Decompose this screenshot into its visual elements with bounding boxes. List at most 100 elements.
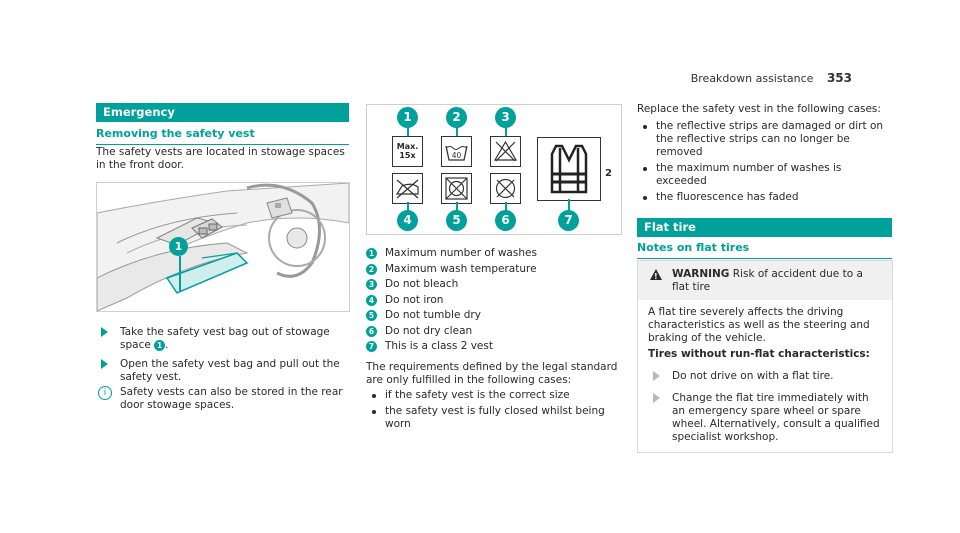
- list-item: the fluorescence has faded: [643, 191, 893, 204]
- step-take-bag: Take the safety vest bag out of stowage …: [96, 326, 348, 352]
- wash-temperature-symbol: 40: [441, 136, 472, 167]
- vest-class-symbol: 2: [537, 137, 612, 201]
- legend-item: 4 Do not iron: [366, 293, 620, 309]
- wash-tub-icon: 40: [445, 145, 468, 161]
- page-number: 353: [826, 71, 852, 85]
- replace-text: the fluorescence has faded: [656, 191, 799, 203]
- care-symbols-figure: 1 2 3 Max. 15x 40 2: [366, 104, 622, 235]
- step-arrow-icon: [653, 371, 660, 381]
- leader-2: [456, 125, 458, 137]
- max-label: Max.: [396, 142, 419, 151]
- no-tumble-dry-symbol: [441, 173, 472, 204]
- requirements-intro: The requirements defined by the legal st…: [366, 361, 618, 386]
- vest-class-number: 2: [605, 168, 612, 179]
- replace-text: the maximum number of washes is exceeded: [656, 162, 842, 187]
- symbol-legend: 1 Maximum number of washes 2 Maximum wash …: [366, 246, 620, 355]
- step-no-drive: Do not drive on with a flat tire.: [648, 370, 882, 383]
- no-dry-clean-icon: [495, 178, 516, 199]
- figure-num-4: 4: [397, 210, 418, 231]
- door-stowage-figure: 1: [96, 182, 350, 312]
- legend-num: 4: [366, 294, 377, 306]
- list-item: the maximum number of washes is exceeded: [643, 162, 893, 188]
- warning-description: A flat tire severely affects the driving…: [648, 306, 870, 344]
- list-item: the reflective strips are damaged or dir…: [643, 120, 893, 159]
- warning-label: WARNING: [672, 268, 730, 280]
- step1-end: .: [165, 339, 169, 351]
- max-count: 15x: [399, 151, 416, 160]
- legend-item: 7 This is a class 2 vest: [366, 339, 620, 355]
- legend-num: 6: [366, 325, 377, 337]
- note-rear-door: i Safety vests can also be stored in the…: [96, 386, 348, 412]
- step-change-tire: Change the flat tire immediately with an…: [648, 392, 882, 444]
- section-title-emergency: Emergency: [96, 103, 349, 122]
- leader-4: [407, 202, 409, 212]
- step2-text: Open the safety vest bag and pull out th…: [120, 358, 340, 383]
- subtitle-removing-vest: Removing the safety vest: [96, 127, 349, 145]
- bullet: [643, 196, 647, 200]
- callout-1: 1: [169, 237, 188, 256]
- legend-text: This is a class 2 vest: [385, 340, 493, 352]
- list-item: if the safety vest is the correct size: [372, 389, 620, 402]
- wash-temp-text: 40: [452, 151, 462, 160]
- warning-text: Risk of accident due to a flat tire: [672, 268, 863, 293]
- warning-header: WARNING Risk of accident due to a flat t…: [638, 261, 892, 300]
- safety-vest-icon: [550, 144, 588, 194]
- tires-heading: Tires without run-flat characteristics:: [648, 348, 870, 360]
- step1-text: Take the safety vest bag out of stowage …: [120, 326, 330, 351]
- no-tumble-dry-icon: [445, 177, 468, 200]
- note-text: Safety vests can also be stored in the r…: [120, 386, 343, 411]
- figure-num-6: 6: [495, 210, 516, 231]
- legend-item: 1 Maximum number of washes: [366, 246, 620, 262]
- replace-list: the reflective strips are damaged or dir…: [637, 120, 893, 204]
- step-arrow-icon: [101, 327, 108, 337]
- info-icon: i: [98, 386, 112, 400]
- requirements-list: if the safety vest is the correct size t…: [366, 389, 620, 431]
- no-dry-clean-symbol: [490, 173, 521, 204]
- list-item: the safety vest is fully closed whilst b…: [372, 405, 620, 431]
- replace-text: the reflective strips are damaged or dir…: [656, 120, 884, 158]
- leader-7: [568, 199, 570, 212]
- header-section: Breakdown assistance: [690, 72, 814, 85]
- legend-item: 3 Do not bleach: [366, 277, 620, 293]
- door-illustration: [97, 183, 349, 311]
- no-bleach-symbol: [490, 136, 521, 167]
- subtitle-flat-tires: Notes on flat tires: [637, 241, 892, 259]
- warning-box: WARNING Risk of accident due to a flat t…: [637, 260, 893, 453]
- leader-1: [407, 125, 409, 137]
- step-arrow-icon: [101, 359, 108, 369]
- bullet: [643, 167, 647, 171]
- legend-num: 2: [366, 263, 377, 275]
- bullet: [372, 394, 376, 398]
- no-iron-symbol: [392, 173, 423, 204]
- step-arrow-icon: [653, 393, 660, 403]
- step-open-bag: Open the safety vest bag and pull out th…: [96, 358, 348, 384]
- replace-intro: Replace the safety vest in the following…: [637, 103, 881, 115]
- inline-callout-1: 1: [154, 339, 166, 351]
- step-no-drive-text: Do not drive on with a flat tire.: [672, 370, 834, 382]
- no-iron-icon: [395, 179, 419, 199]
- max-washes-symbol: Max. 15x: [392, 136, 423, 167]
- legend-text: Do not iron: [385, 293, 444, 306]
- legend-item: 2 Maximum wash temperature: [366, 262, 620, 278]
- intro-text: The safety vests are located in stowage …: [96, 146, 345, 171]
- legend-num: 1: [366, 248, 377, 260]
- legend-text: Maximum number of washes: [385, 247, 537, 259]
- legend-num: 7: [366, 341, 377, 353]
- figure-num-5: 5: [446, 210, 467, 231]
- legend-text: Maximum wash temperature: [385, 262, 537, 275]
- leader-6: [505, 202, 507, 212]
- bullet: [372, 410, 376, 414]
- page-header: Breakdown assistance 353: [691, 71, 852, 85]
- warning-body: A flat tire severely affects the driving…: [638, 300, 892, 452]
- requirement-text: the safety vest is fully closed whilst b…: [385, 405, 605, 430]
- requirement-text: if the safety vest is the correct size: [385, 389, 570, 401]
- legend-text: Do not bleach: [385, 278, 459, 290]
- legend-text: Do not dry clean: [385, 324, 473, 337]
- no-bleach-icon: [493, 140, 518, 162]
- legend-num: 3: [366, 279, 377, 291]
- legend-num: 5: [366, 310, 377, 322]
- leader-5: [456, 202, 458, 212]
- figure-num-7: 7: [558, 210, 579, 231]
- steps-left: Take the safety vest bag out of stowage …: [96, 326, 348, 412]
